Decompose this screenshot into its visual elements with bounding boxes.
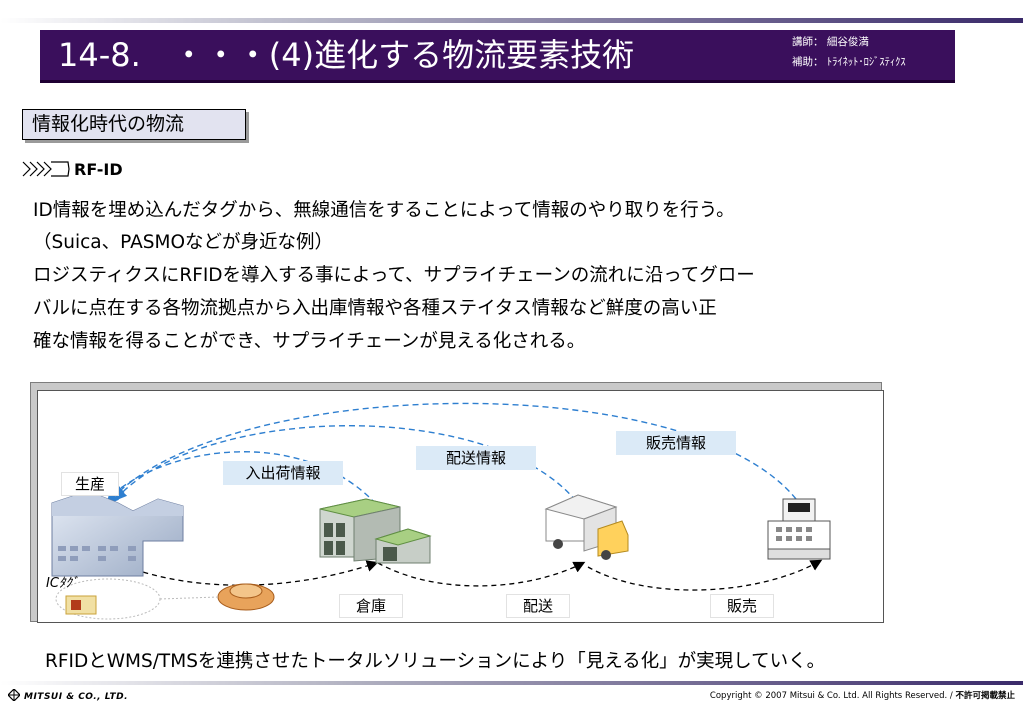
- delivery-label: 配送: [506, 594, 570, 618]
- inout-info-label: 入出荷情報: [223, 461, 343, 485]
- company-logo: MITSUI & CO., LTD.: [8, 689, 128, 703]
- inout-info-arrow: [110, 451, 377, 505]
- copyright-line: Copyright © 2007 Mitsui & Co. Ltd. All R…: [709, 691, 956, 701]
- section-heading: 情報化時代の物流: [32, 113, 185, 135]
- handheld-reader-icon: [217, 583, 275, 611]
- rfid-line-3: ロジスティクスにRFIDを導入する事によって、サプライチェーンの流れに沿ってグロ…: [33, 265, 755, 286]
- section-heading-box: 情報化時代の物流: [22, 109, 246, 140]
- cash-register-icon: [767, 498, 831, 560]
- rfid-line-4: バルに点在する各物流拠点から入出庫情報や各種ステイタス情報など鮮度の高い正: [33, 298, 717, 319]
- page-title: 14-8. ・・・(4)進化する物流要素技術: [58, 36, 635, 74]
- rfid-line-1: ID情報を埋め込んだタグから、無線通信をすることによって情報のやり取りを行う。: [33, 200, 735, 221]
- footer-divider: [0, 681, 1023, 685]
- flow-arrow-1: [117, 560, 379, 586]
- copyright-text: Copyright © 2007 Mitsui & Co. Ltd. All R…: [710, 690, 1015, 702]
- sales-label: 販売: [710, 594, 774, 618]
- sales-info-label: 販売情報: [616, 431, 736, 455]
- chevron-arrows-icon: [22, 161, 70, 177]
- rfid-line-5: 確な情報を得ることができ、サプライチェーンが見える化される。: [33, 331, 586, 352]
- assistant-label: 補助： ﾄﾗｲﾈｯﾄ･ﾛｼﾞｽﾃｨｸｽ: [792, 56, 906, 68]
- factory-icon: [51, 490, 184, 577]
- diagram-canvas: [51, 402, 831, 620]
- delivery-info-label: 配送情報: [416, 446, 536, 470]
- flow-arrow-2: [377, 561, 586, 587]
- warehouse-icon: [319, 498, 432, 564]
- truck-icon: [544, 494, 629, 560]
- company-logo-text: MITSUI & CO., LTD.: [24, 692, 129, 702]
- flow-arrow-3: [587, 559, 823, 591]
- rfid-heading-text: RF-ID: [74, 160, 123, 179]
- production-label: 生産: [61, 472, 119, 496]
- summary-note: RFIDとWMS/TMSを連携させたトータルソリューションにより「見える化」が実…: [45, 651, 826, 672]
- reprint-notice: 不許可掲載禁止: [955, 691, 1015, 701]
- rfid-line-2: （Suica、PASMOなどが身近な例）: [33, 232, 334, 253]
- top-divider: [0, 18, 1023, 23]
- warehouse-label: 倉庫: [339, 594, 403, 618]
- logistics-diagram: 生産 入出荷情報 配送情報 販売情報 倉庫 配送 販売 ICﾀｸﾞ: [37, 390, 884, 623]
- rfid-heading: RF-ID: [22, 159, 123, 181]
- ic-tag-icon: [65, 595, 97, 615]
- title-bar: 14-8. ・・・(4)進化する物流要素技術 講師： 細谷俊満 補助： ﾄﾗｲﾈ…: [40, 30, 955, 83]
- lecturer-label: 講師： 細谷俊満: [792, 36, 869, 48]
- ic-tag-label: ICﾀｸﾞ: [46, 576, 79, 591]
- mitsui-diamond-icon: [8, 689, 20, 701]
